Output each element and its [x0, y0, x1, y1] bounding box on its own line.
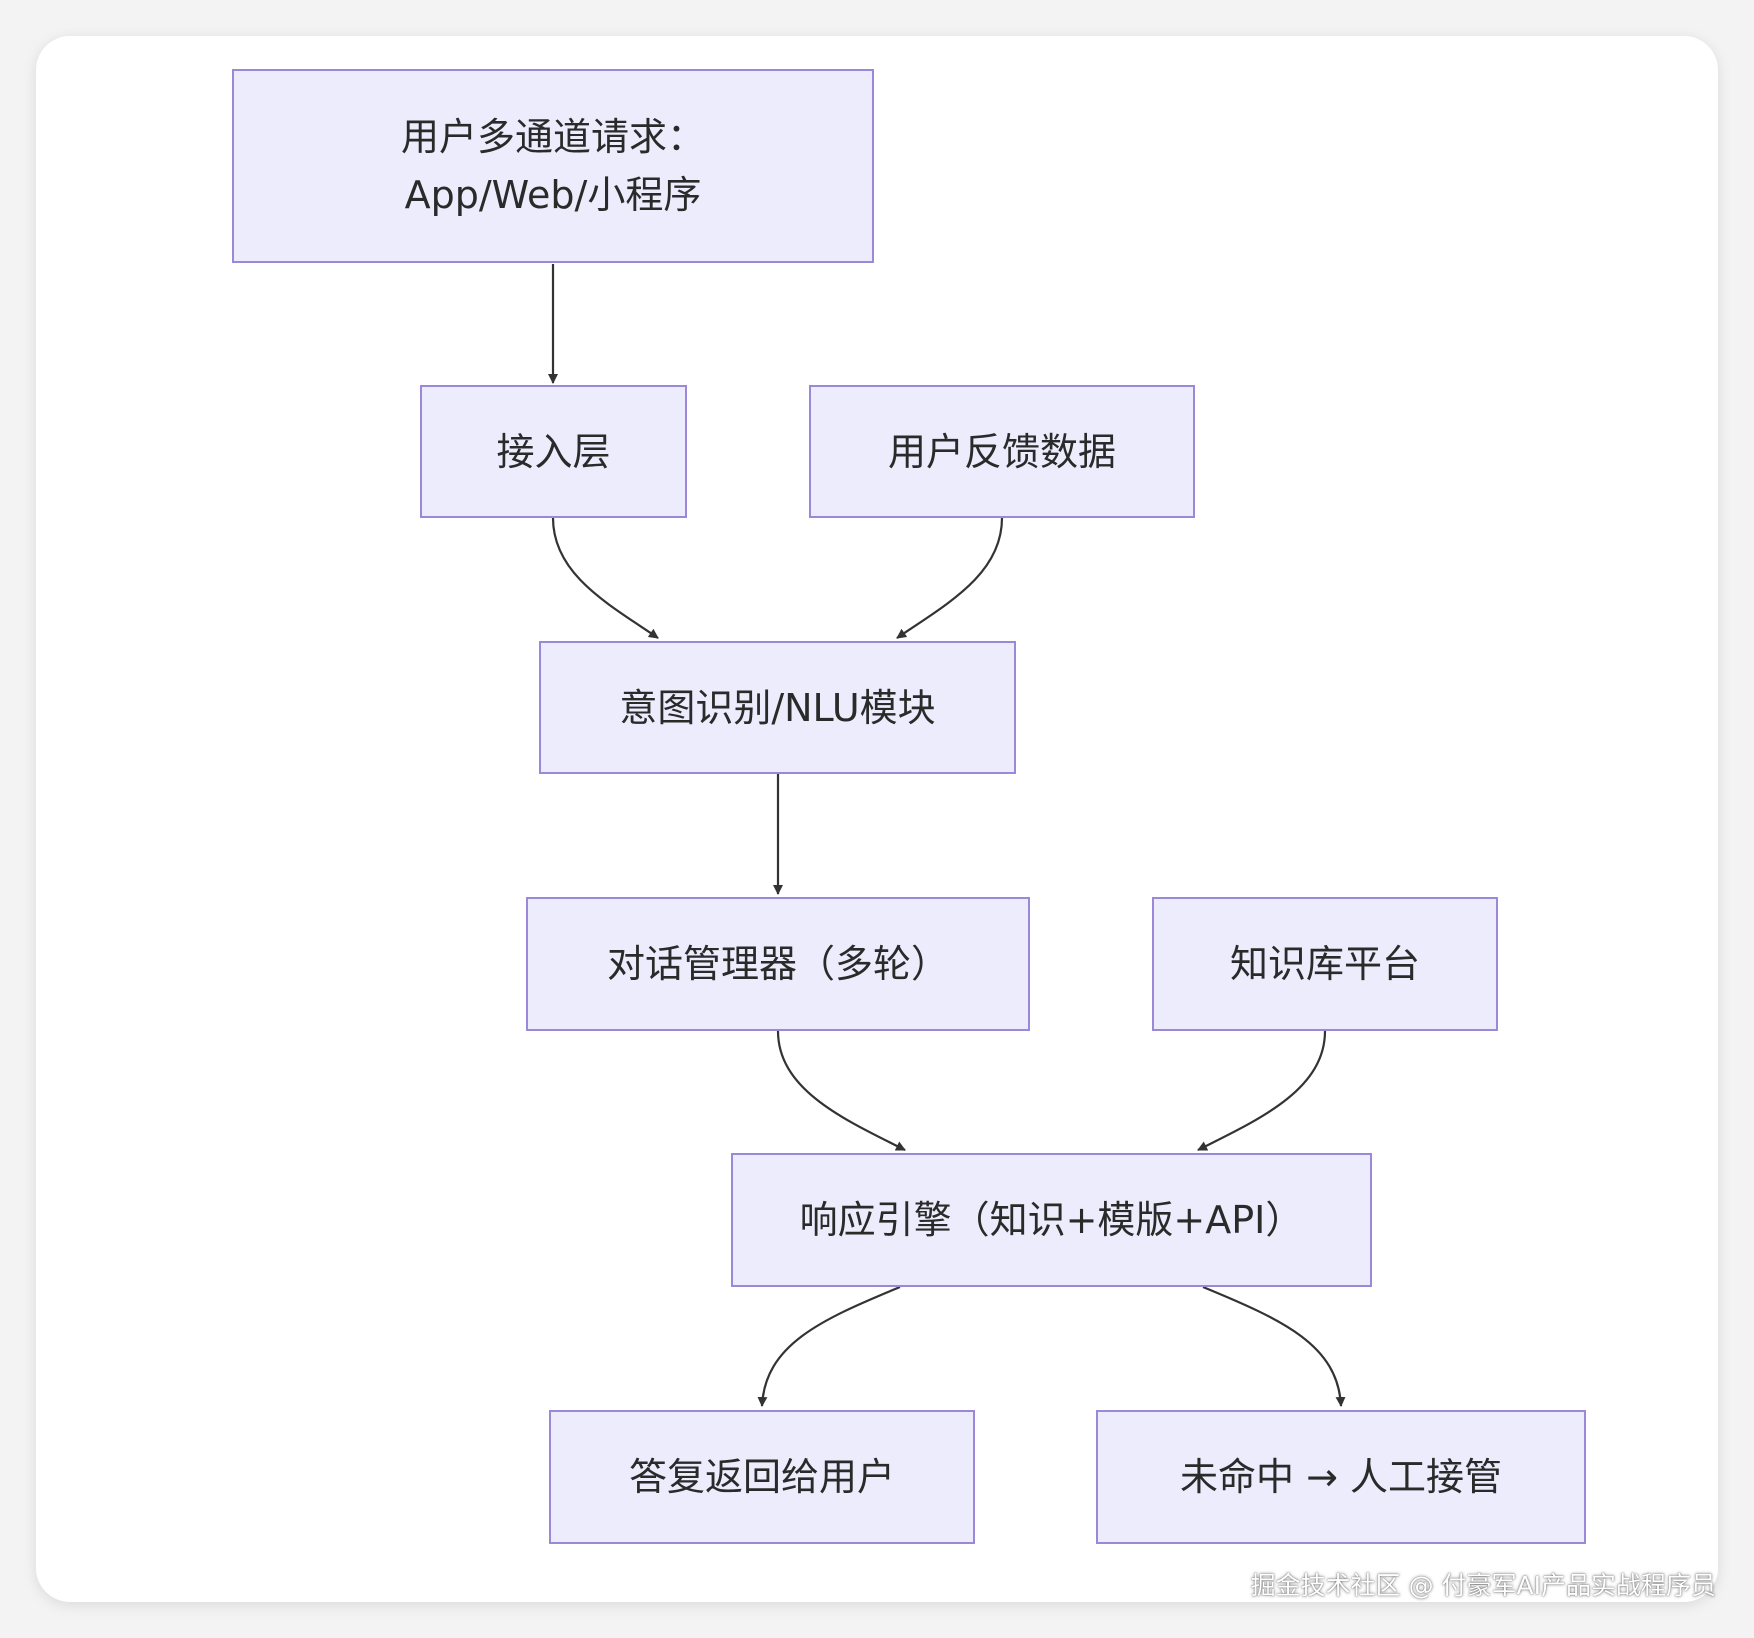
node-nlu-module: 意图识别/NLU模块: [539, 641, 1016, 774]
watermark-text: 掘金技术社区 @ 付豪军AI产品实战程序员: [1250, 1571, 1716, 1600]
edge-feedback-to-nlu: [896, 517, 1004, 639]
edge-response-to-answer: [757, 1285, 901, 1407]
node-response-engine: 响应引擎（知识+模版+API）: [731, 1153, 1372, 1287]
node-knowledge-base: 知识库平台: [1152, 897, 1498, 1031]
node-dialog-manager: 对话管理器（多轮）: [526, 897, 1030, 1031]
diagram-card: [36, 36, 1718, 1602]
node-user-request: 用户多通道请求： App/Web/小程序: [232, 69, 874, 263]
edge-response-to-human: [1202, 1285, 1346, 1407]
node-human-takeover: 未命中 → 人工接管: [1096, 1410, 1586, 1544]
node-answer-user: 答复返回给用户: [549, 1410, 975, 1544]
edge-kb-to-response: [1197, 1030, 1327, 1151]
edge-access-to-nlu: [551, 517, 659, 639]
node-access-layer: 接入层: [420, 385, 687, 518]
node-feedback-data: 用户反馈数据: [809, 385, 1195, 518]
edge-dialog-to-response: [776, 1030, 906, 1151]
